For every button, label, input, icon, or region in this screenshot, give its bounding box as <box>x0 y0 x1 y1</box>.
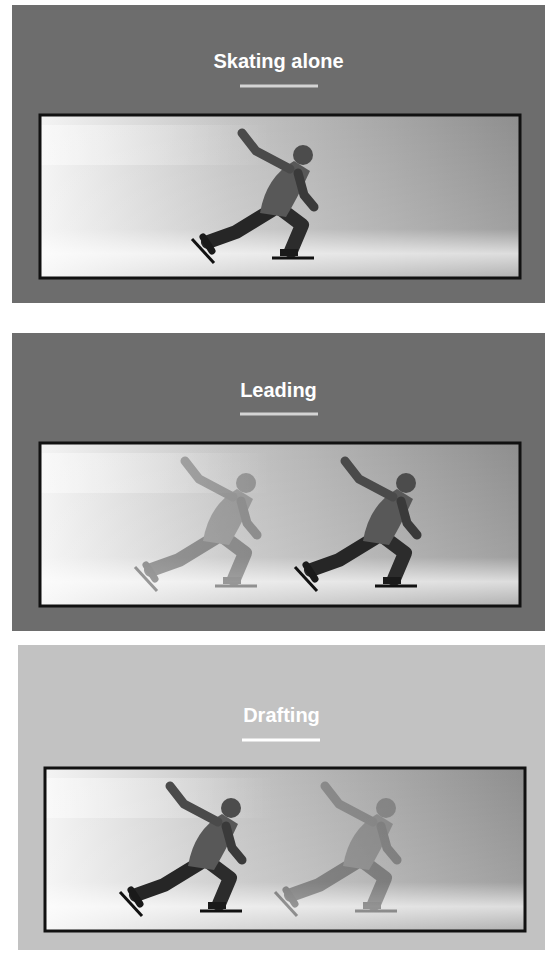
ghost-skater-figure <box>275 786 397 916</box>
scene-frame <box>40 115 520 278</box>
scene-panel: Drafting <box>18 645 545 950</box>
scene-panel: Leading <box>12 333 545 631</box>
scene-frame <box>40 443 520 606</box>
skater-figure <box>120 786 242 916</box>
skating-scene <box>40 443 520 606</box>
scene-background <box>45 768 525 931</box>
scene-frame <box>45 768 525 931</box>
skating-scene <box>45 768 525 931</box>
skater-figure <box>192 133 314 263</box>
title-underline <box>240 413 318 416</box>
title-underline <box>242 739 320 742</box>
panel-title: Drafting <box>18 703 545 727</box>
skating-scene <box>40 115 520 278</box>
ghost-skater-figure <box>135 461 257 591</box>
title-underline <box>240 85 318 88</box>
panel-title: Leading <box>12 378 545 402</box>
skater-figure <box>295 461 417 591</box>
scene-background <box>40 115 520 278</box>
panel-title: Skating alone <box>12 49 545 73</box>
scene-background <box>40 443 520 606</box>
scene-panel: Skating alone <box>12 5 545 303</box>
